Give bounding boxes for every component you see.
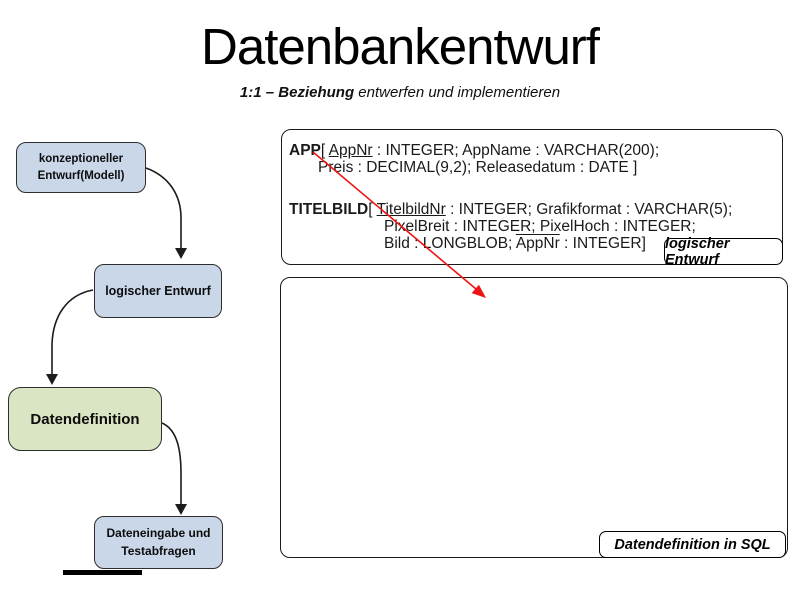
flow-step-label: konzeptioneller Entwurf(Modell) bbox=[37, 153, 125, 182]
bracket-open: [ bbox=[368, 201, 377, 218]
sql-definition-panel: Datendefinition in SQL bbox=[280, 277, 788, 558]
schema-titelbild-attrs3: Bild : LONGBLOB; bbox=[384, 235, 516, 252]
logical-design-panel: APP[ AppNr : INTEGER; AppName : VARCHAR(… bbox=[281, 129, 783, 268]
flow-step-dateneingabe-testabfragen: Dateneingabe und Testabfragen bbox=[94, 516, 223, 569]
flow-step-label: Dateneingabe und Testabfragen bbox=[106, 526, 211, 558]
page-title: Datenbankentwurf bbox=[201, 18, 600, 75]
bracket-open: [ bbox=[320, 142, 329, 159]
schema-app-line2: Preis : DECIMAL(9,2); Releasedatum : DAT… bbox=[318, 159, 638, 176]
flow-step-label: Datendefinition bbox=[30, 410, 140, 428]
flow-step-label: logischer Entwurf bbox=[105, 284, 211, 298]
schema-app-line1: APP[ AppNr : INTEGER; AppName : VARCHAR(… bbox=[289, 142, 732, 159]
schema-titelbild-attrs3-end: : INTEGER] bbox=[559, 235, 646, 252]
flow-arrow-1 bbox=[145, 167, 182, 248]
subtitle: 1:1 – Beziehung entwerfen und implementi… bbox=[0, 84, 800, 101]
panel-label-datendefinition-in-sql: Datendefinition in SQL bbox=[599, 531, 786, 558]
flow-arrow-2-head bbox=[46, 374, 58, 385]
flow-step-konzeptioneller-entwurf: konzeptioneller Entwurf(Modell) bbox=[16, 142, 146, 193]
schema-titelbild-attrs1: : INTEGER; Grafikformat : VARCHAR(5); bbox=[445, 201, 733, 218]
flow-arrow-3-head bbox=[175, 504, 187, 515]
subtitle-rest: entwerfen und implementieren bbox=[354, 84, 561, 101]
primary-key-titelbildnr: TitelbildNr bbox=[376, 201, 446, 218]
panel-label-logischer-entwurf: logischer Entwurf bbox=[664, 236, 783, 268]
flow-arrow-3 bbox=[161, 422, 182, 504]
table-name-titelbild: TITELBILD bbox=[289, 201, 369, 218]
flow-arrow-2 bbox=[51, 289, 94, 374]
foreign-key-appnr: AppNr bbox=[515, 235, 560, 252]
schema-titelbild-line1: TITELBILD[ TitelbildNr : INTEGER; Grafik… bbox=[289, 201, 732, 218]
flow-step-logischer-entwurf: logischer Entwurf bbox=[94, 264, 222, 318]
schema-titelbild-line2: PixelBreit : INTEGER; PixelHoch : INTEGE… bbox=[384, 218, 696, 235]
schema-app-attrs1: : INTEGER; AppName : VARCHAR(200); bbox=[372, 142, 660, 159]
bottom-accent-bar bbox=[63, 570, 142, 575]
primary-key-appnr: AppNr bbox=[328, 142, 373, 159]
table-name-app: APP bbox=[289, 142, 321, 159]
subtitle-emphasis: 1:1 – Beziehung bbox=[239, 84, 355, 101]
flow-step-datendefinition: Datendefinition bbox=[8, 387, 162, 451]
flow-arrow-1-head bbox=[175, 248, 187, 259]
